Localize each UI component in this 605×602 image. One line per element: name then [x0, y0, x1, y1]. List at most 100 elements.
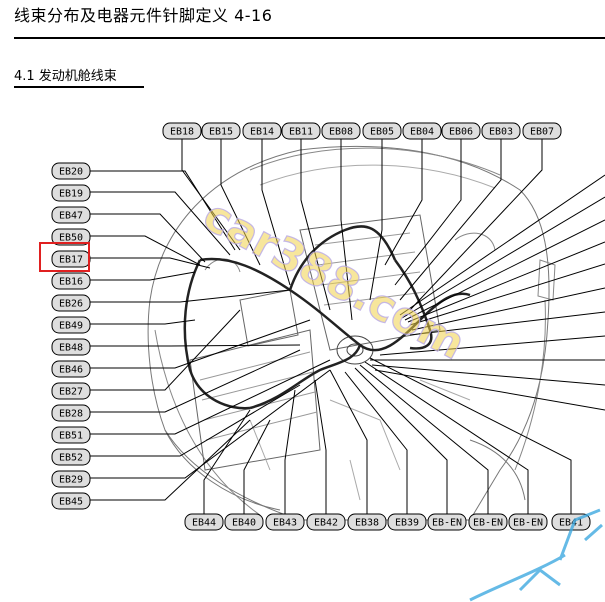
connector-left-8: EB48	[51, 338, 91, 356]
connector-pill	[265, 513, 305, 531]
connector-pill	[347, 513, 387, 531]
connector-pill	[281, 122, 321, 140]
connector-bottom-1: EB40	[224, 513, 264, 531]
connector-pill	[481, 122, 521, 140]
page-title: 线束分布及电器元件针脚定义 4-16	[14, 6, 273, 25]
connector-label: EB16	[59, 277, 83, 288]
connector-top-6: EB04	[402, 122, 442, 140]
connector-pill	[51, 492, 91, 510]
connector-top-0: EB18	[162, 122, 202, 140]
connector-label: EB26	[59, 299, 83, 310]
connector-label: EB06	[449, 127, 473, 138]
connector-left-1: EB19	[51, 184, 91, 202]
connector-pill	[321, 122, 361, 140]
connector-pill	[242, 122, 282, 140]
connector-pill	[51, 382, 91, 400]
connector-pill	[441, 122, 481, 140]
connector-label: EB03	[489, 127, 513, 138]
connector-pill	[362, 122, 402, 140]
connector-label: EB51	[59, 431, 83, 442]
connector-pill	[387, 513, 427, 531]
connector-label: EB39	[395, 518, 419, 529]
connector-bottom-7: EB-EN	[468, 513, 508, 531]
connector-left-9: EB46	[51, 360, 91, 378]
connector-bottom-5: EB39	[387, 513, 427, 531]
connector-pill	[468, 513, 508, 531]
connector-label: EB05	[370, 127, 394, 138]
connector-left-13: EB52	[51, 448, 91, 466]
connector-label: EB40	[232, 518, 256, 529]
connector-label: EB45	[59, 497, 83, 508]
connector-bottom-4: EB38	[347, 513, 387, 531]
connector-left-5: EB16	[51, 272, 91, 290]
connector-left-4: EB17	[51, 250, 91, 268]
connector-bottom-2: EB43	[265, 513, 305, 531]
connector-pill	[51, 338, 91, 356]
connector-label: EB29	[59, 475, 83, 486]
highlight-box	[39, 242, 90, 272]
connector-bottom-6: EB-EN	[427, 513, 467, 531]
connector-label: EB19	[59, 189, 83, 200]
connector-label: EB04	[410, 127, 434, 138]
connector-label: EB-EN	[513, 518, 543, 529]
connector-pill	[427, 513, 467, 531]
connector-top-9: EB07	[522, 122, 562, 140]
connector-pill	[51, 316, 91, 334]
connector-top-4: EB08	[321, 122, 361, 140]
connector-left-6: EB26	[51, 294, 91, 312]
section-title: 4.1 发动机舱线束	[14, 69, 117, 84]
connector-label: EB18	[170, 127, 194, 138]
connector-pill	[51, 228, 91, 246]
connector-top-2: EB14	[242, 122, 282, 140]
connector-bottom-3: EB42	[306, 513, 346, 531]
connector-left-11: EB28	[51, 404, 91, 422]
connector-label: EB42	[314, 518, 338, 529]
connector-labels: EB18 EB15 EB14 EB11 EB08 EB05 EB04 EB06 EB03 EB07…	[51, 122, 591, 531]
connector-bottom-0: EB44	[184, 513, 224, 531]
connector-pill	[201, 122, 241, 140]
corner-watermark-decoration	[469, 508, 603, 602]
connector-label: EB17	[59, 255, 83, 266]
connector-label: EB43	[273, 518, 297, 529]
leader-lines	[88, 139, 605, 514]
engine-bay-illustration	[147, 145, 556, 521]
connector-pill	[51, 294, 91, 312]
connector-pill	[51, 470, 91, 488]
connector-pill	[51, 206, 91, 224]
connector-top-5: EB05	[362, 122, 402, 140]
connector-label: EB20	[59, 167, 83, 178]
connector-bottom-8: EB-EN	[508, 513, 548, 531]
connector-label: EB14	[250, 127, 274, 138]
connector-left-2: EB47	[51, 206, 91, 224]
connector-top-1: EB15	[201, 122, 241, 140]
connector-label: EB41	[559, 518, 583, 529]
connector-label: EB15	[209, 127, 233, 138]
connector-label: EB44	[192, 518, 216, 529]
connector-pill	[162, 122, 202, 140]
connector-label: EB11	[289, 127, 313, 138]
connector-pill	[224, 513, 264, 531]
connector-pill	[306, 513, 346, 531]
connector-label: EB-EN	[473, 518, 503, 529]
connector-top-7: EB06	[441, 122, 481, 140]
connector-pill	[51, 360, 91, 378]
title-rule	[14, 37, 605, 39]
connector-pill	[51, 184, 91, 202]
connector-left-10: EB27	[51, 382, 91, 400]
connector-label: EB38	[355, 518, 379, 529]
connector-label: EB-EN	[432, 518, 462, 529]
connector-left-12: EB51	[51, 426, 91, 444]
connector-top-8: EB03	[481, 122, 521, 140]
connector-left-0: EB20	[51, 162, 91, 180]
connector-left-7: EB49	[51, 316, 91, 334]
connector-top-3: EB11	[281, 122, 321, 140]
connector-label: EB50	[59, 233, 83, 244]
connector-pill	[51, 426, 91, 444]
connector-pill	[184, 513, 224, 531]
connector-label: EB08	[329, 127, 353, 138]
connector-pill	[508, 513, 548, 531]
connector-label: EB48	[59, 343, 83, 354]
connector-pill	[51, 404, 91, 422]
connector-label: EB47	[59, 211, 83, 222]
